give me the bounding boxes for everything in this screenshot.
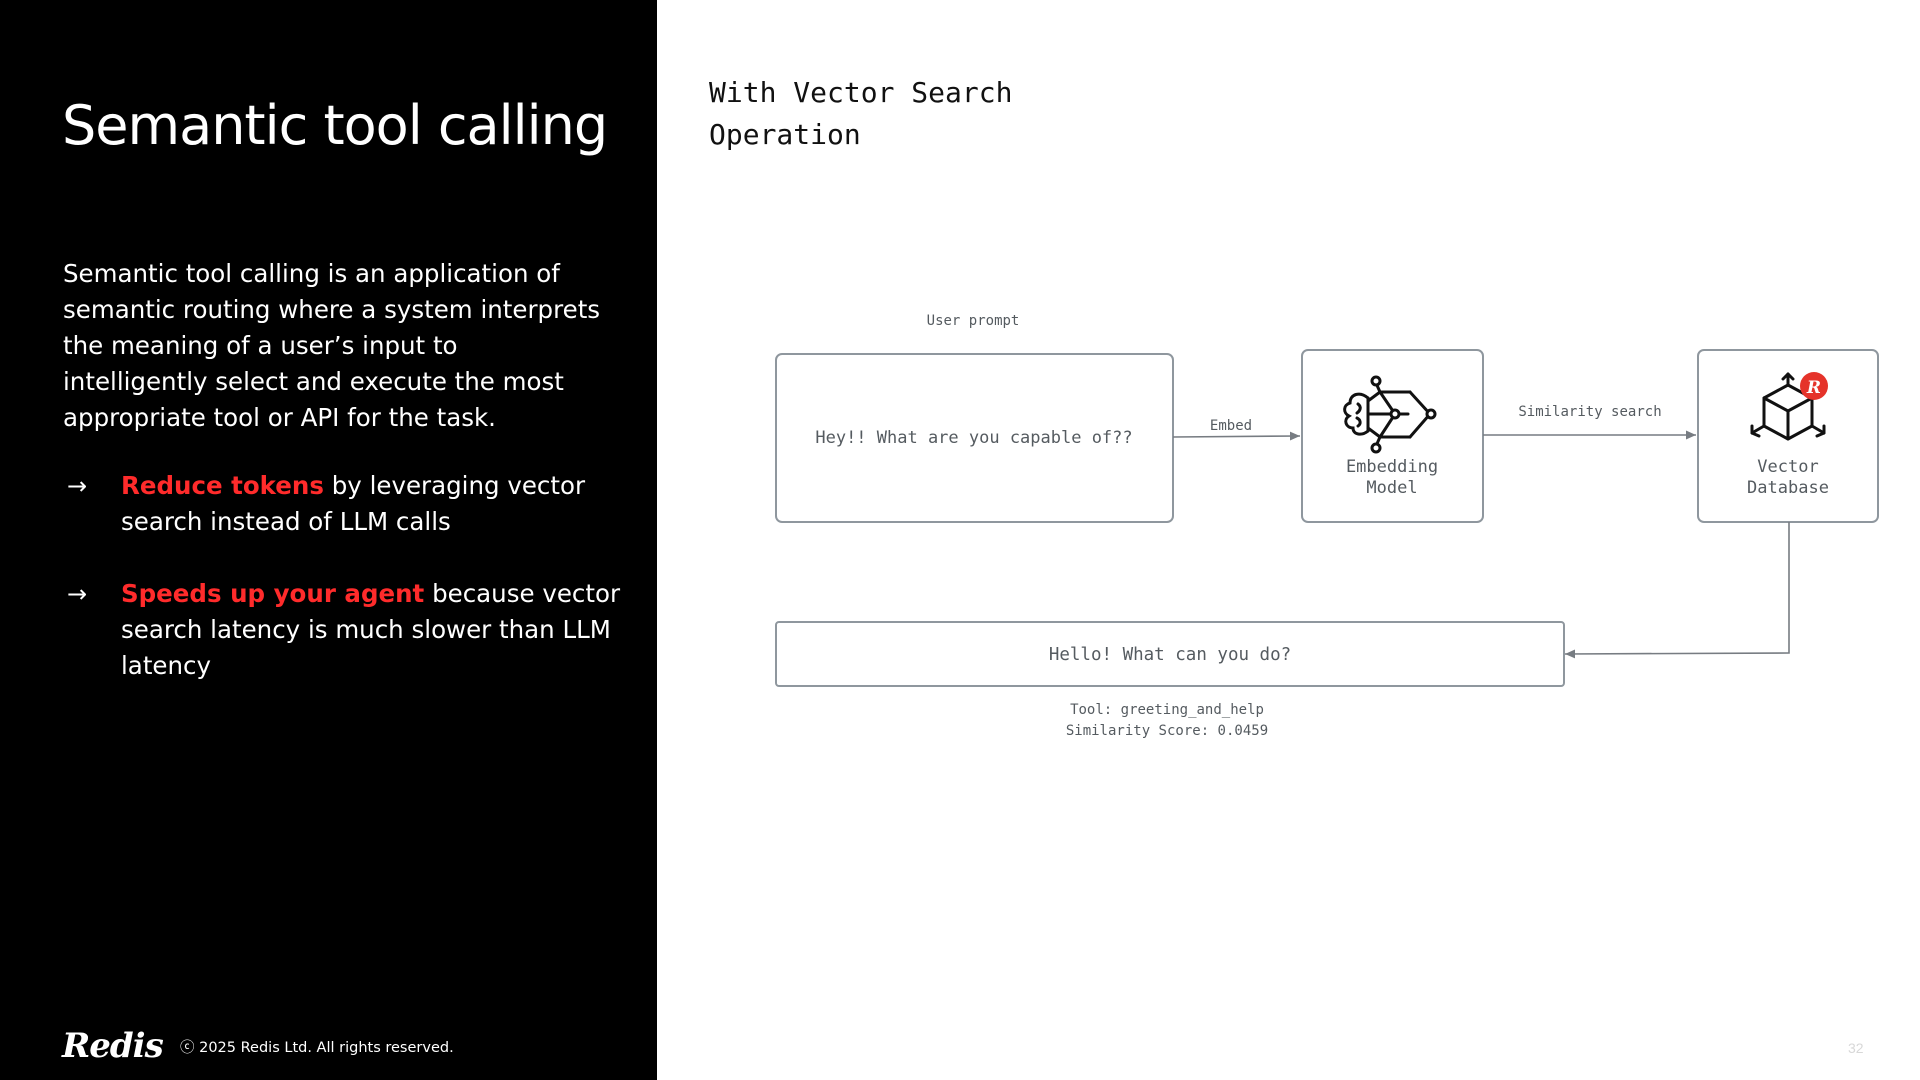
matched-result-text: Hello! What can you do? — [1049, 645, 1291, 665]
copyright: ⓒ 2025 Redis Ltd. All rights reserved. — [180, 1040, 454, 1056]
brain-network-icon — [1343, 375, 1437, 454]
user-prompt-label: User prompt — [927, 313, 1020, 329]
left-panel: Semantic tool calling Semantic tool call… — [0, 0, 657, 1080]
bullet-rest: by leveraging vector search instead of L… — [121, 471, 586, 536]
bullet-speeds-up-agent: → Speeds up your agent because vector se… — [63, 576, 623, 684]
bullet-highlight: Speeds up your agent — [121, 579, 425, 608]
diagram-heading-line2: Operation — [709, 118, 861, 151]
intro-paragraph: Semantic tool calling is an application … — [63, 259, 601, 432]
bullet-text: Speeds up your agent because vector sear… — [121, 576, 623, 684]
redis-logo: Redis — [62, 1026, 164, 1066]
page-number: 32 — [1848, 1040, 1864, 1056]
vector-database-label-line2: Database — [1747, 478, 1829, 498]
bullet-highlight: Reduce tokens — [121, 471, 324, 500]
similarity-search-label: Similarity search — [1518, 404, 1661, 420]
embed-arrow — [1172, 431, 1301, 441]
bullet-rest: because vector search latency is much sl… — [121, 579, 621, 680]
similarity-score-caption: Similarity Score: 0.0459 — [1066, 723, 1268, 739]
embedding-model-label-line1: Embedding — [1346, 457, 1438, 477]
bullet-reduce-tokens: → Reduce tokens by leveraging vector sea… — [63, 468, 623, 540]
user-prompt-text: Hey!! What are you capable of?? — [815, 428, 1132, 448]
embed-label: Embed — [1210, 418, 1252, 434]
arrow-right-icon: → — [67, 580, 88, 608]
bullet-text: Reduce tokens by leveraging vector searc… — [121, 468, 623, 540]
diagram-heading-line1: With Vector Search — [709, 76, 1013, 109]
embedding-model-label-line2: Model — [1366, 478, 1417, 498]
svg-text:R: R — [1806, 378, 1821, 398]
arrow-right-icon: → — [67, 472, 88, 500]
user-prompt-box — [775, 353, 1174, 523]
diagram-heading: With Vector Search Operation — [709, 72, 1012, 156]
slide-title: Semantic tool calling — [62, 94, 608, 157]
matched-result-box — [775, 621, 1565, 687]
vector-database-label-line1: Vector — [1757, 457, 1818, 477]
redis-badge-icon: R — [1800, 372, 1828, 400]
tool-caption: Tool: greeting_and_help — [1070, 702, 1264, 718]
return-arrow — [1564, 522, 1790, 659]
